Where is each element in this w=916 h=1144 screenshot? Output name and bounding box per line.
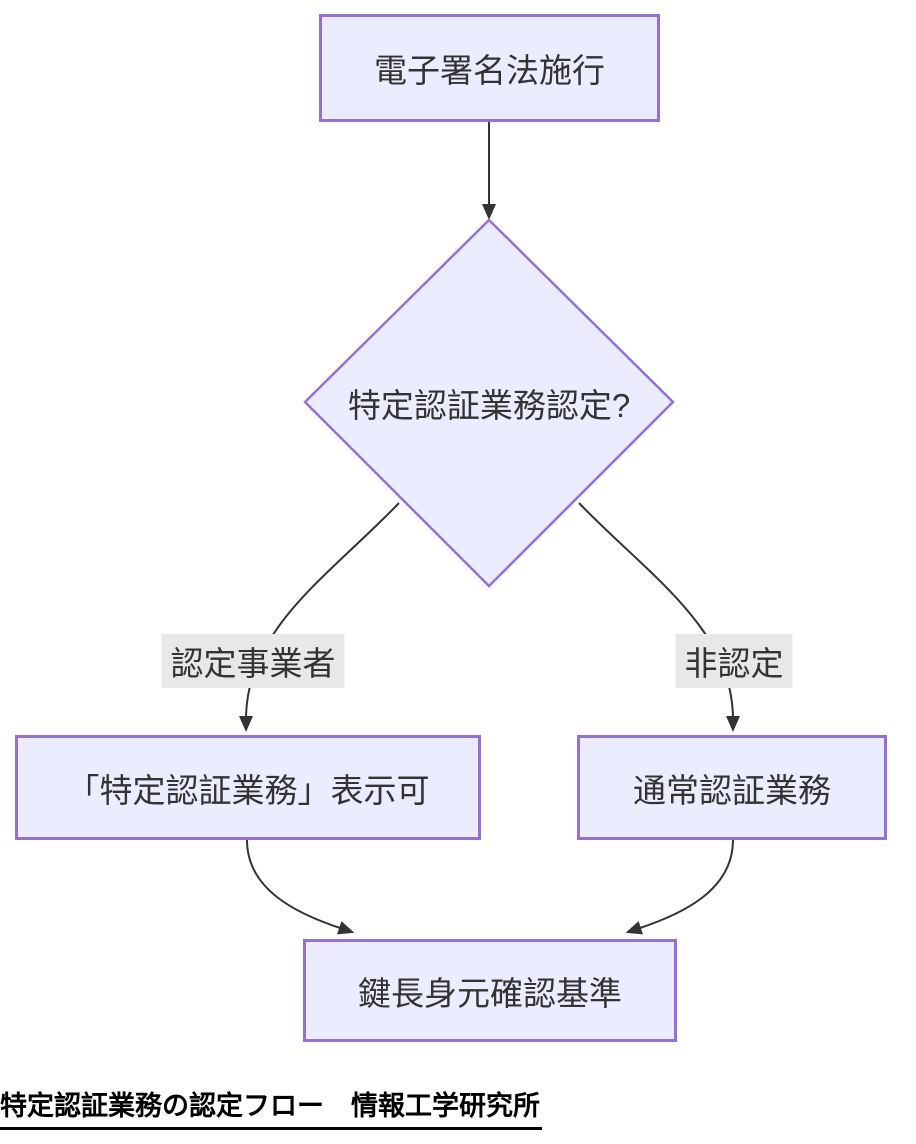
- node-standards: 鍵長身元確認基準: [303, 939, 677, 1042]
- edge-label-not-accredited: 非認定: [675, 634, 793, 688]
- caption-title-text: 特定認証業務の認定フロー 情報工学研究所: [0, 1091, 540, 1121]
- node-accredited-result: 「特定認証業務」表示可: [15, 735, 481, 840]
- edge-label-not-accredited-text: 非認定: [684, 645, 784, 682]
- node-accredited-result-label: 「特定認証業務」表示可: [66, 771, 430, 809]
- caption-title: 特定認証業務の認定フロー 情報工学研究所: [0, 1084, 542, 1130]
- edge-normal-to-standards: [625, 839, 734, 935]
- node-normal-result: 通常認証業務: [577, 735, 887, 840]
- node-start: 電子署名法施行: [319, 14, 660, 122]
- node-standards-label: 鍵長身元確認基準: [358, 974, 622, 1012]
- decision-diamond-shape: [303, 218, 675, 588]
- edge-accredited-to-standards: [246, 839, 355, 935]
- edge-label-accredited-text: 認定事業者: [170, 645, 336, 682]
- node-normal-result-label: 通常認証業務: [633, 771, 831, 809]
- node-decision-label: 特定認証業務認定?: [347, 387, 631, 424]
- node-decision: 特定認証業務認定?: [329, 382, 649, 424]
- edge-label-accredited: 認定事業者: [161, 634, 345, 688]
- node-start-label: 電子署名法施行: [374, 52, 605, 89]
